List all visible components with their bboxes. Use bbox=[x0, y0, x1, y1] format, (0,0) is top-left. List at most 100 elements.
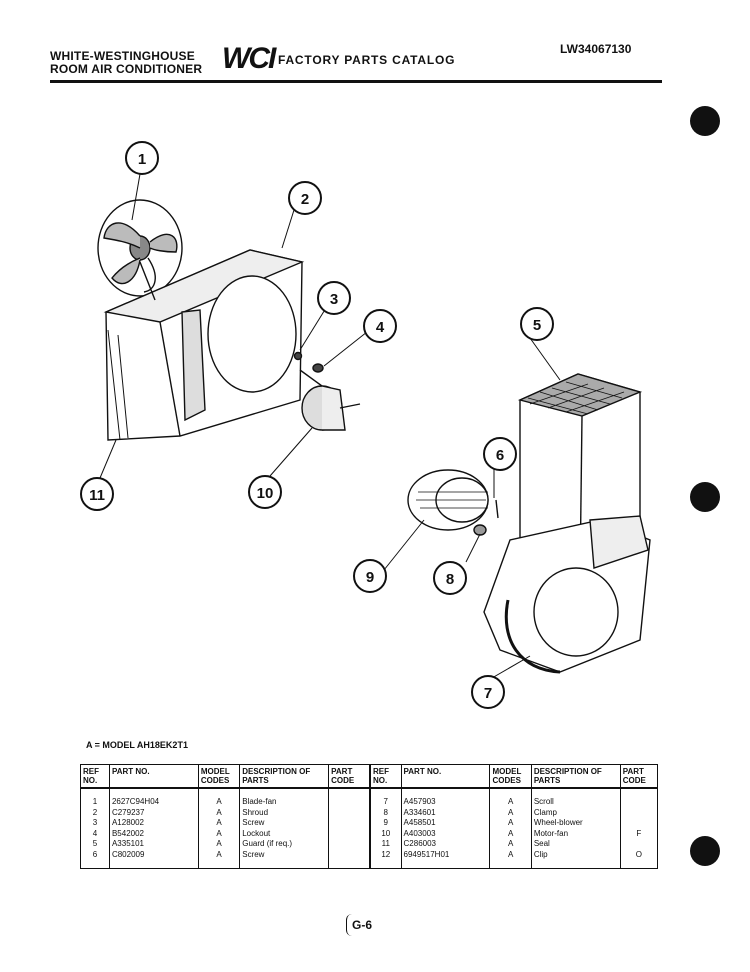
svg-text:9: 9 bbox=[366, 569, 374, 586]
svg-text:3: 3 bbox=[330, 291, 338, 308]
desc-cell: Clamp bbox=[530, 807, 621, 818]
ref-cell: 6 bbox=[80, 849, 110, 869]
model-cell: A bbox=[489, 849, 532, 869]
header-model-codes: MODEL CODES bbox=[197, 764, 241, 789]
header-description: DESCRIPTION OF PARTS bbox=[239, 764, 330, 789]
fan-blade-drawing bbox=[97, 199, 183, 297]
punch-hole-top bbox=[690, 106, 720, 136]
model-cell: A bbox=[197, 839, 241, 850]
callout-2: 2 bbox=[288, 181, 322, 215]
callout-6: 6 bbox=[483, 437, 517, 471]
header-part-no-2: PART NO. bbox=[400, 764, 491, 789]
svg-text:5: 5 bbox=[533, 317, 541, 334]
desc-cell: Blade-fan bbox=[239, 797, 330, 808]
model-cell: A bbox=[489, 797, 532, 808]
header-part-no: PART NO. bbox=[108, 764, 199, 789]
code-cell bbox=[619, 839, 659, 850]
code-cell bbox=[619, 807, 659, 818]
table-row: 3 A128002 A Screw 9 A458501 A Wheel-blow… bbox=[80, 818, 659, 829]
header-part-code-2: PART CODE bbox=[619, 764, 659, 789]
blower-scroll-drawing bbox=[483, 515, 651, 674]
model-cell: A bbox=[197, 797, 241, 808]
ref-cell: 11 bbox=[369, 839, 402, 850]
code-cell bbox=[328, 828, 371, 839]
page-number-bracket bbox=[346, 914, 357, 936]
header-ref-no-2: REF NO. bbox=[369, 764, 402, 789]
svg-text:10: 10 bbox=[257, 485, 274, 502]
code-cell bbox=[328, 797, 371, 808]
desc-cell: Seal bbox=[530, 839, 621, 850]
code-cell bbox=[328, 839, 371, 850]
model-cell: A bbox=[489, 818, 532, 829]
desc-cell: Motor-fan bbox=[530, 828, 621, 839]
callout-11: 11 bbox=[80, 477, 114, 511]
code-cell: O bbox=[619, 849, 659, 869]
wci-logo: WCI bbox=[222, 42, 276, 75]
model-cell: A bbox=[489, 807, 532, 818]
table-row: 5 A335101 A Guard (if req.) 11 C286003 A… bbox=[80, 839, 659, 850]
ref-cell: 7 bbox=[369, 797, 402, 808]
ref-cell: 3 bbox=[80, 818, 110, 829]
header-rule bbox=[50, 80, 662, 83]
svg-text:11: 11 bbox=[89, 487, 105, 504]
ref-cell: 10 bbox=[369, 828, 402, 839]
desc-cell: Scroll bbox=[530, 797, 621, 808]
table-header-row: REF NO. PART NO. MODEL CODES DESCRIPTION… bbox=[80, 764, 659, 789]
ref-cell: 4 bbox=[80, 828, 110, 839]
desc-cell: Screw bbox=[239, 818, 330, 829]
part-cell: A334601 bbox=[400, 807, 491, 818]
model-cell: A bbox=[197, 807, 241, 818]
callout-7: 7 bbox=[471, 675, 505, 709]
header-part-code: PART CODE bbox=[328, 764, 371, 789]
desc-cell: Guard (if req.) bbox=[239, 839, 330, 850]
model-cell: A bbox=[489, 828, 532, 839]
part-cell: C279237 bbox=[108, 807, 199, 818]
part-cell: A128002 bbox=[108, 818, 199, 829]
part-cell: A457903 bbox=[400, 797, 491, 808]
brand-block: WHITE-WESTINGHOUSE ROOM AIR CONDITIONER bbox=[50, 50, 202, 76]
svg-text:4: 4 bbox=[376, 319, 385, 336]
callout-4: 4 bbox=[363, 309, 397, 343]
callout-5: 5 bbox=[520, 307, 554, 341]
desc-cell: Lockout bbox=[239, 828, 330, 839]
table-row: 1 2627C94H04 A Blade-fan 7 A457903 A Scr… bbox=[80, 797, 659, 808]
desc-cell: Clip bbox=[530, 849, 621, 869]
table-row: 4 B542002 A Lockout 10 A403003 A Motor-f… bbox=[80, 828, 659, 839]
shroud-drawing bbox=[103, 249, 305, 441]
table-row: 6 C802009 A Screw 12 6949517H01 A Clip O bbox=[80, 849, 659, 869]
header-ref-no: REF NO. bbox=[80, 764, 110, 789]
part-cell: B542002 bbox=[108, 828, 199, 839]
svg-text:2: 2 bbox=[301, 191, 309, 208]
model-number: LW34067130 bbox=[560, 42, 632, 56]
part-cell: C286003 bbox=[400, 839, 491, 850]
model-cell: A bbox=[489, 839, 532, 850]
svg-text:8: 8 bbox=[446, 571, 454, 588]
catalog-title: FACTORY PARTS CATALOG bbox=[278, 53, 456, 67]
header-model-codes-2: MODEL CODES bbox=[489, 764, 532, 789]
model-cell: A bbox=[197, 818, 241, 829]
table-row: 2 C279237 A Shroud 8 A334601 A Clamp bbox=[80, 807, 659, 818]
code-cell: F bbox=[619, 828, 659, 839]
code-cell bbox=[328, 849, 371, 869]
desc-cell: Shroud bbox=[239, 807, 330, 818]
part-cell: C802009 bbox=[108, 849, 199, 869]
part-cell: 6949517H01 bbox=[400, 849, 491, 869]
ref-cell: 2 bbox=[80, 807, 110, 818]
parts-table: REF NO. PART NO. MODEL CODES DESCRIPTION… bbox=[80, 764, 659, 869]
model-cell: A bbox=[197, 849, 241, 869]
ref-cell: 12 bbox=[369, 849, 402, 869]
exploded-parts-diagram: 1 2 3 4 5 6 7 8 9 10 11 bbox=[80, 141, 651, 709]
header-description-2: DESCRIPTION OF PARTS bbox=[530, 764, 621, 789]
code-cell bbox=[619, 797, 659, 808]
punch-hole-bottom bbox=[690, 836, 720, 866]
code-cell bbox=[619, 818, 659, 829]
blower-wheel-drawing bbox=[407, 469, 499, 536]
desc-cell: Screw bbox=[239, 849, 330, 869]
svg-text:7: 7 bbox=[484, 685, 492, 702]
callout-9: 9 bbox=[353, 559, 387, 593]
code-cell bbox=[328, 818, 371, 829]
ref-cell: 1 bbox=[80, 797, 110, 808]
model-cell: A bbox=[197, 828, 241, 839]
motor-drawing bbox=[293, 351, 361, 431]
code-cell bbox=[328, 807, 371, 818]
